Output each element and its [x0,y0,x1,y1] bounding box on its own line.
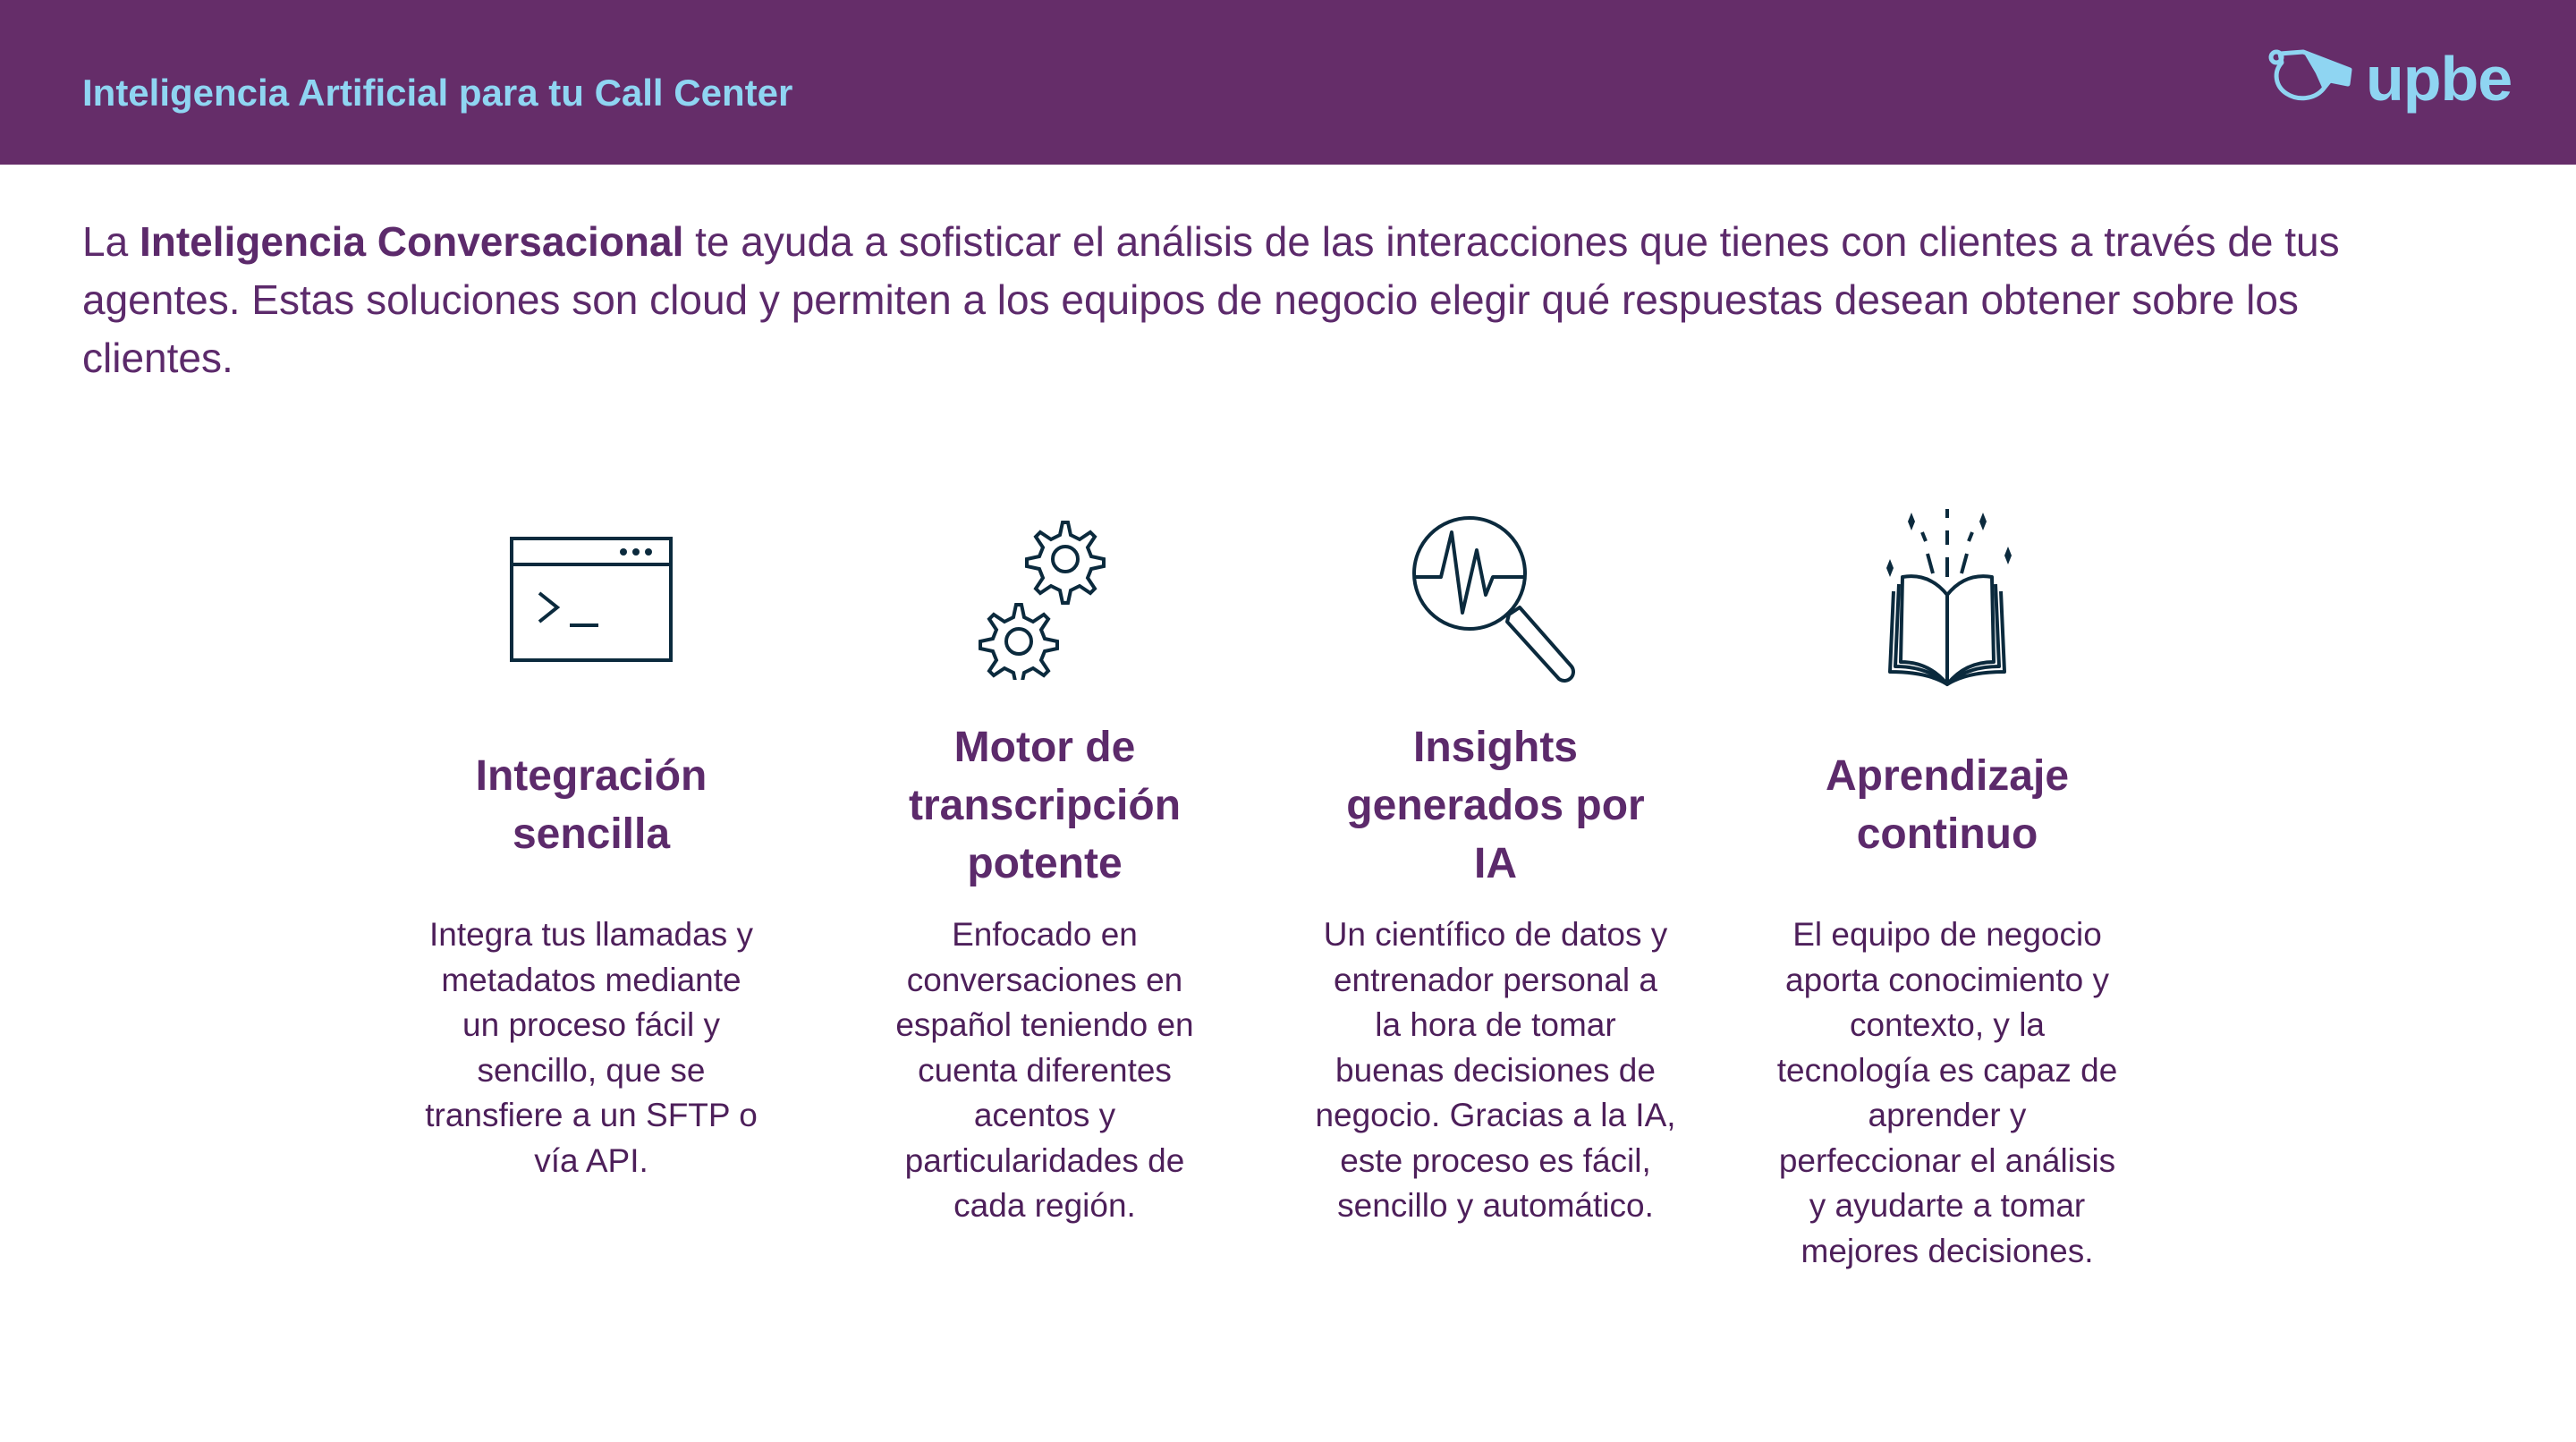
gears-icon [839,501,1250,698]
feature-description-line: metadatos mediante [441,961,741,998]
feature-card: Aprendizaje continuo El equipo de negocio a… [1741,501,2153,1274]
feature-heading: Motor de transcripción potente [839,716,1250,895]
feature-description-line: vía API. [534,1141,648,1179]
feature-heading-line: Motor de [953,723,1136,771]
feature-heading-line: continuo [1856,810,2038,858]
feature-heading: Integración sencilla [386,716,797,895]
header-title: Inteligencia Artificial para tu Call Cen… [82,72,793,114]
feature-heading-line: transcripción [908,781,1182,829]
upbe-logo: upbe [2267,47,2512,111]
feature-description: Integra tus llamadas y metadatos mediante… [386,912,797,1183]
feature-description-line: buenas decisiones de [1335,1051,1656,1089]
intro-text: te ayuda a sofisticar el análisis de las… [683,218,2340,265]
feature-description-line: cuenta diferentes [918,1051,1172,1089]
feature-description-line: un proceso fácil y [462,1006,720,1043]
feature-description-line: sencillo y automático. [1337,1187,1654,1224]
feature-description-line: la hora de tomar [1375,1006,1616,1043]
feature-description-line: conversaciones en [906,961,1183,998]
feature-description-line: aporta conocimiento y [1785,961,2109,998]
feature-description-line: mejores decisiones. [1801,1232,2094,1269]
feature-heading-line: sencilla [512,810,671,858]
feature-description-line: aprender y [1868,1097,2027,1133]
feature-description-line: entrenador personal a [1333,961,1658,998]
feature-heading-line: Aprendizaje [1825,752,2070,800]
feature-description: Un científico de datos y entrenador perso… [1290,912,1701,1229]
feature-description-line: tecnología es capaz de [1776,1051,2118,1089]
feature-heading-line: generados por [1346,781,1645,829]
feature-description-line: negocio. Gracias a la IA, [1315,1097,1676,1133]
feature-description-line: transfiere a un SFTP o [425,1097,758,1133]
whistle-icon [2268,49,2352,101]
feature-description-line: Integra tus llamadas y [429,916,753,953]
magnifier-pulse-icon [1290,501,1701,698]
feature-heading-line: Integración [475,752,708,800]
header-bar: Inteligencia Artificial para tu Call Cen… [0,0,2576,165]
feature-heading: Aprendizaje continuo [1741,716,2153,895]
feature-description: El equipo de negocio aporta conocimiento … [1741,912,2153,1274]
intro-text: clientes. [82,335,233,381]
feature-description-line: contexto, y la [1849,1006,2045,1043]
feature-description-line: cada región. [953,1187,1136,1224]
feature-description: Enfocado en conversaciones en español teni… [839,912,1250,1229]
feature-heading-line: potente [967,839,1123,887]
feature-heading-line: Insights [1412,723,1578,771]
feature-description-line: y ayudarte a tomar [1809,1187,2086,1224]
feature-description-line: acentos y [973,1097,1116,1133]
intro-paragraph: La Inteligencia Conversacional te ayuda … [82,213,2497,387]
feature-description-line: El equipo de negocio [1792,916,2102,953]
feature-description-line: perfeccionar el análisis [1778,1141,2116,1179]
feature-description-line: Enfocado en [952,916,1138,953]
feature-heading-line: IA [1474,839,1517,887]
feature-description-line: español teniendo en [895,1006,1194,1043]
feature-description-line: Un científico de datos y [1323,916,1668,953]
open-book-sparkles-icon [1741,501,2153,698]
terminal-window-icon [386,501,797,698]
intro-text: agentes. Estas soluciones son cloud y pe… [82,276,2299,323]
feature-description-line: sencillo, que se [477,1051,706,1089]
intro-text: La [82,218,140,265]
intro-bold-term: Inteligencia Conversacional [139,218,684,265]
logo-text: upbe [2366,44,2512,114]
feature-description-line: particularidades de [904,1141,1185,1179]
feature-description-line: este proceso es fácil, [1340,1141,1651,1179]
